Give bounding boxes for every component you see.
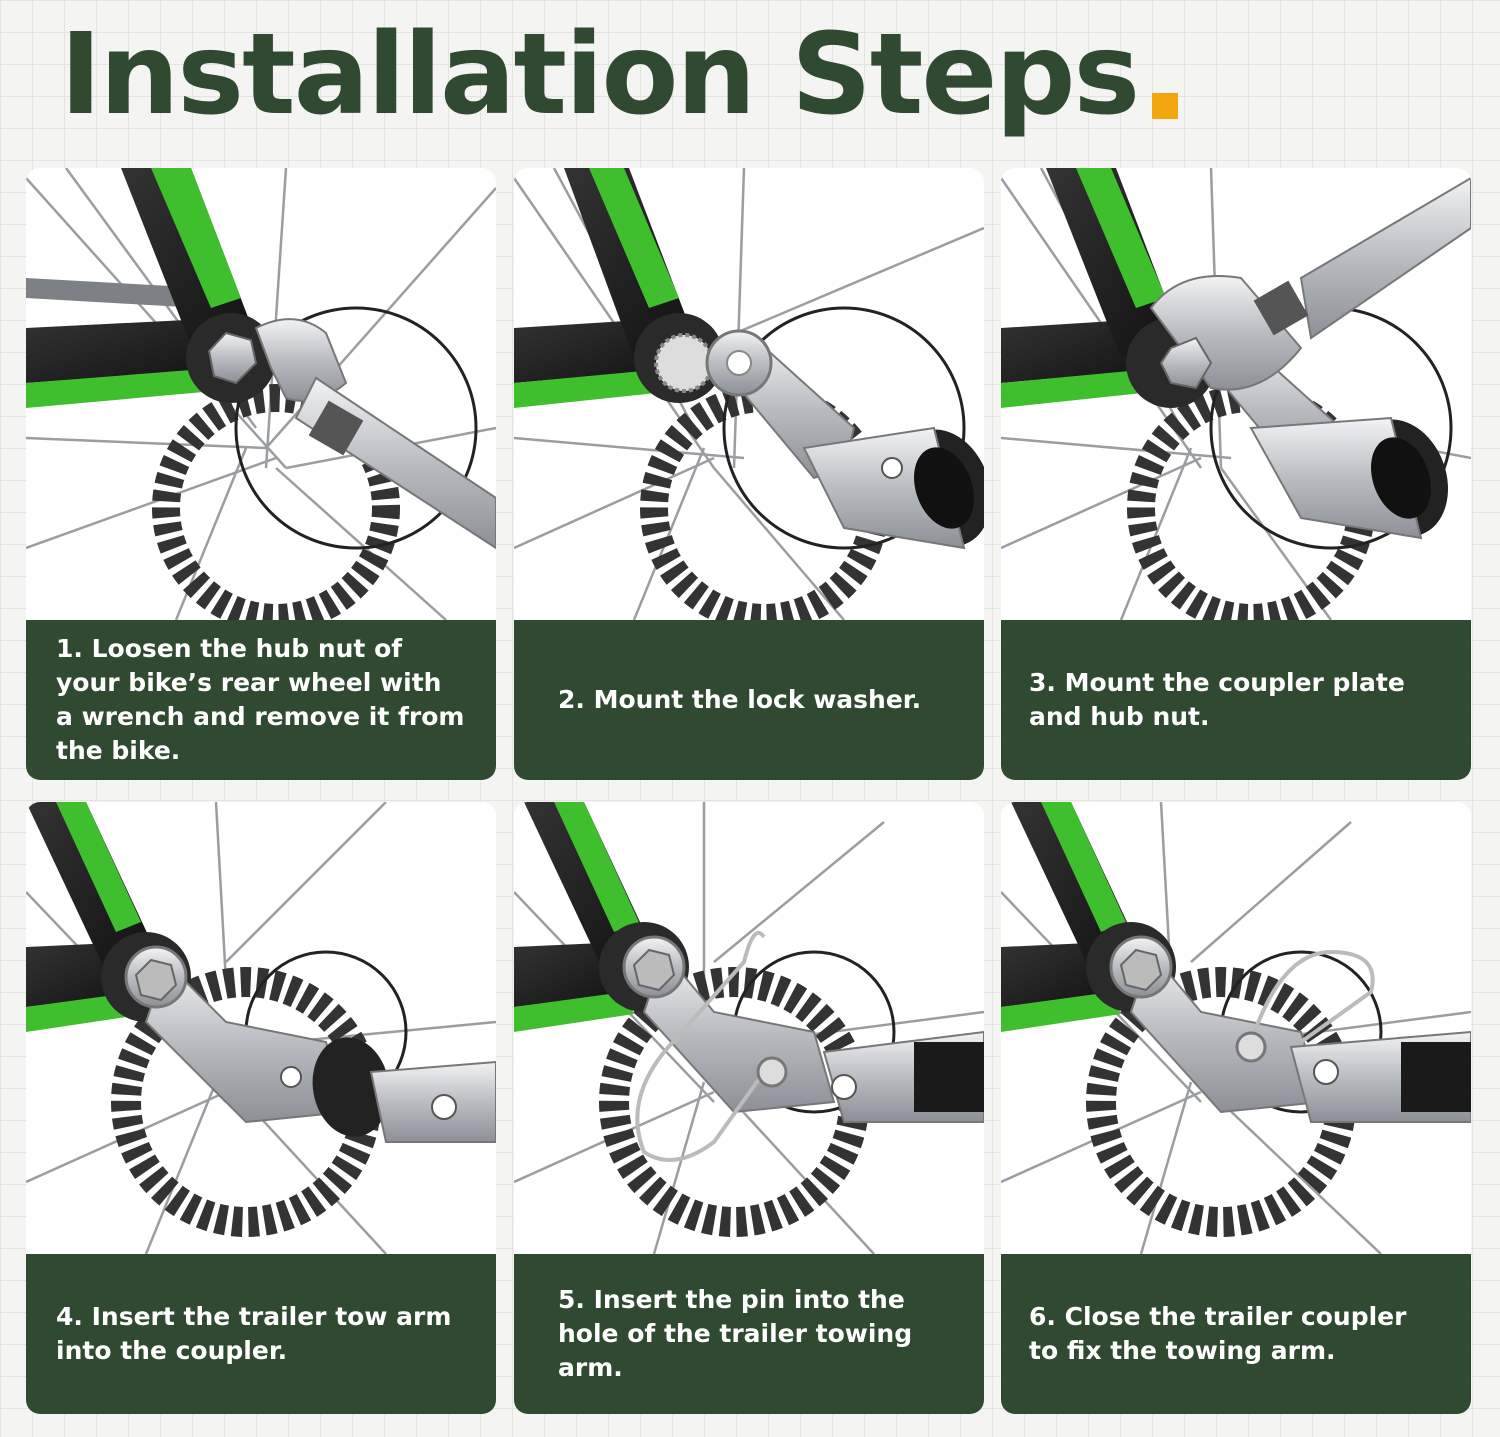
step-6-caption: 6. Close the trailer coupler to fix the … <box>1001 1254 1471 1414</box>
step-card-1: 1. Loosen the hub nut of your bike’s rea… <box>26 168 496 780</box>
page-title: Installation Steps <box>60 0 1179 150</box>
step-3-illustration <box>1001 168 1471 620</box>
step-card-6: 6. Close the trailer coupler to fix the … <box>1001 802 1471 1414</box>
step-card-3: 3. Mount the coupler plate and hub nut. <box>1001 168 1471 780</box>
step-2-caption: 2. Mount the lock washer. <box>514 620 984 780</box>
title-accent-dot <box>1152 93 1179 119</box>
step-4-illustration <box>26 802 496 1254</box>
step-card-4: 4. Insert the trailer tow arm into the c… <box>26 802 496 1414</box>
step-3-caption: 3. Mount the coupler plate and hub nut. <box>1001 620 1471 780</box>
step-4-caption: 4. Insert the trailer tow arm into the c… <box>26 1254 496 1414</box>
step-5-caption: 5. Insert the pin into the hole of the t… <box>514 1254 984 1414</box>
step-1-caption: 1. Loosen the hub nut of your bike’s rea… <box>26 620 496 780</box>
step-card-5: 5. Insert the pin into the hole of the t… <box>514 802 984 1414</box>
step-2-illustration <box>514 168 984 620</box>
step-6-illustration <box>1001 802 1471 1254</box>
step-5-illustration <box>514 802 984 1254</box>
step-card-2: 2. Mount the lock washer. <box>514 168 984 780</box>
step-1-illustration <box>26 168 496 620</box>
